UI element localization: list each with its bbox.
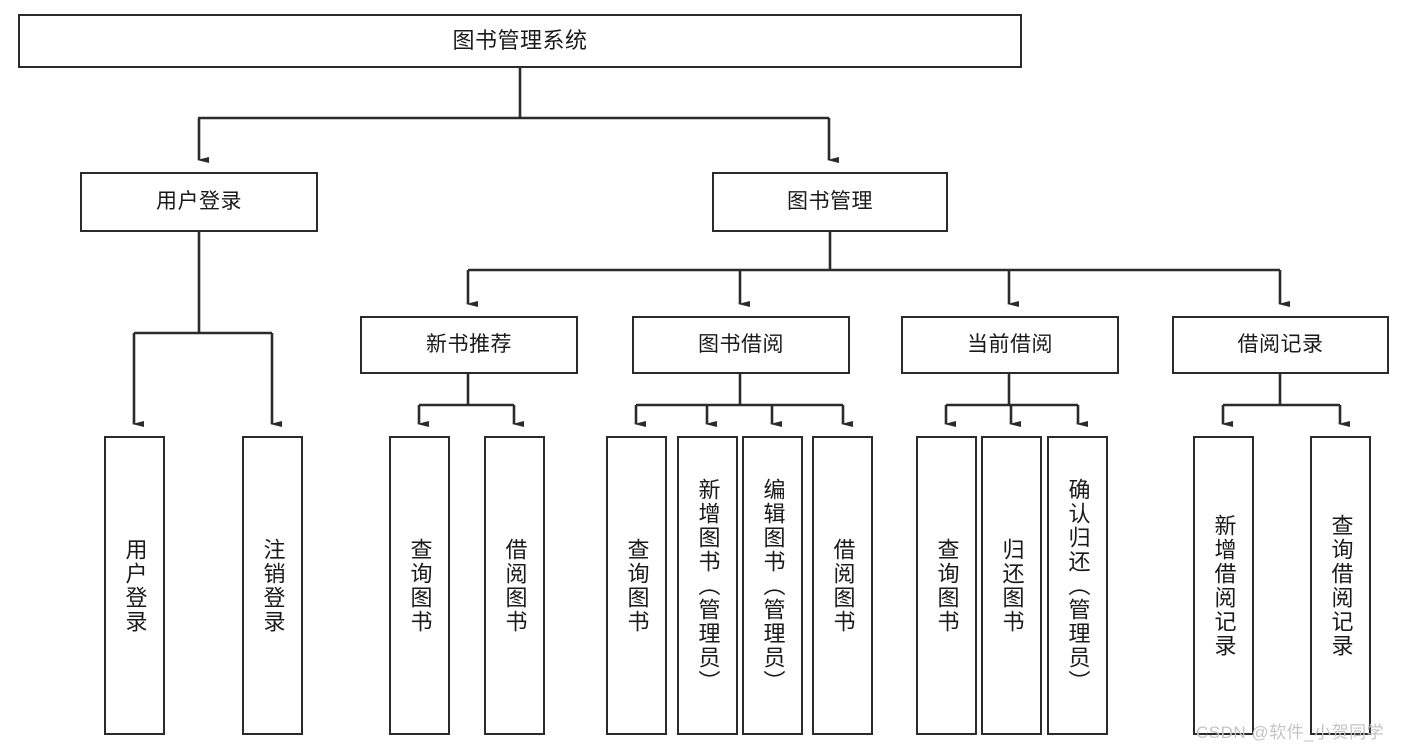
- leaf-query-book-borrow[interactable]: 查询图书: [606, 436, 667, 735]
- leaf-edit-book-label: 编辑图书（管理员）: [760, 477, 786, 694]
- node-book-management[interactable]: 图书管理: [712, 172, 948, 232]
- leaf-return-book-label: 归还图书: [999, 537, 1025, 634]
- leaf-add-book[interactable]: 新增图书（管理员）: [677, 436, 738, 735]
- leaf-query-book-current-label: 查询图书: [934, 537, 960, 634]
- node-root[interactable]: 图书管理系统: [18, 14, 1022, 68]
- leaf-return-book[interactable]: 归还图书: [981, 436, 1042, 735]
- leaf-query-book-current[interactable]: 查询图书: [916, 436, 977, 735]
- node-book-borrow-label: 图书借阅: [698, 332, 784, 356]
- leaf-query-book-rec-label: 查询图书: [407, 537, 433, 634]
- node-new-book-recommend[interactable]: 新书推荐: [360, 316, 578, 374]
- node-current-borrow-label: 当前借阅: [967, 332, 1053, 356]
- leaf-user-login-label: 用户登录: [122, 537, 148, 634]
- node-user-login[interactable]: 用户登录: [80, 172, 318, 232]
- node-book-management-label: 图书管理: [787, 189, 873, 213]
- leaf-edit-book[interactable]: 编辑图书（管理员）: [742, 436, 803, 735]
- leaf-logout-label: 注销登录: [260, 537, 286, 634]
- leaf-confirm-return[interactable]: 确认归还（管理员）: [1047, 436, 1108, 735]
- leaf-confirm-return-label: 确认归还（管理员）: [1065, 477, 1091, 694]
- csdn-watermark: CSDN @软件_小贺同学: [1196, 723, 1385, 742]
- leaf-add-record[interactable]: 新增借阅记录: [1193, 436, 1254, 735]
- leaf-query-record[interactable]: 查询借阅记录: [1310, 436, 1371, 735]
- node-borrow-records[interactable]: 借阅记录: [1172, 316, 1389, 374]
- leaf-query-book-rec[interactable]: 查询图书: [389, 436, 450, 735]
- node-book-borrow[interactable]: 图书借阅: [632, 316, 850, 374]
- node-root-label: 图书管理系统: [452, 28, 588, 54]
- node-user-login-label: 用户登录: [156, 189, 242, 213]
- node-current-borrow[interactable]: 当前借阅: [901, 316, 1119, 374]
- leaf-borrow-book-rec-label: 借阅图书: [502, 537, 528, 634]
- leaf-add-record-label: 新增借阅记录: [1211, 513, 1237, 658]
- leaf-borrow-book[interactable]: 借阅图书: [812, 436, 873, 735]
- node-borrow-records-label: 借阅记录: [1237, 332, 1324, 356]
- leaf-logout[interactable]: 注销登录: [242, 436, 303, 735]
- node-new-book-recommend-label: 新书推荐: [426, 332, 512, 356]
- leaf-query-record-label: 查询借阅记录: [1328, 513, 1354, 658]
- leaf-borrow-book-label: 借阅图书: [830, 537, 856, 634]
- leaf-query-book-borrow-label: 查询图书: [624, 537, 650, 634]
- leaf-user-login[interactable]: 用户登录: [104, 436, 165, 735]
- leaf-borrow-book-rec[interactable]: 借阅图书: [484, 436, 545, 735]
- leaf-add-book-label: 新增图书（管理员）: [695, 477, 721, 694]
